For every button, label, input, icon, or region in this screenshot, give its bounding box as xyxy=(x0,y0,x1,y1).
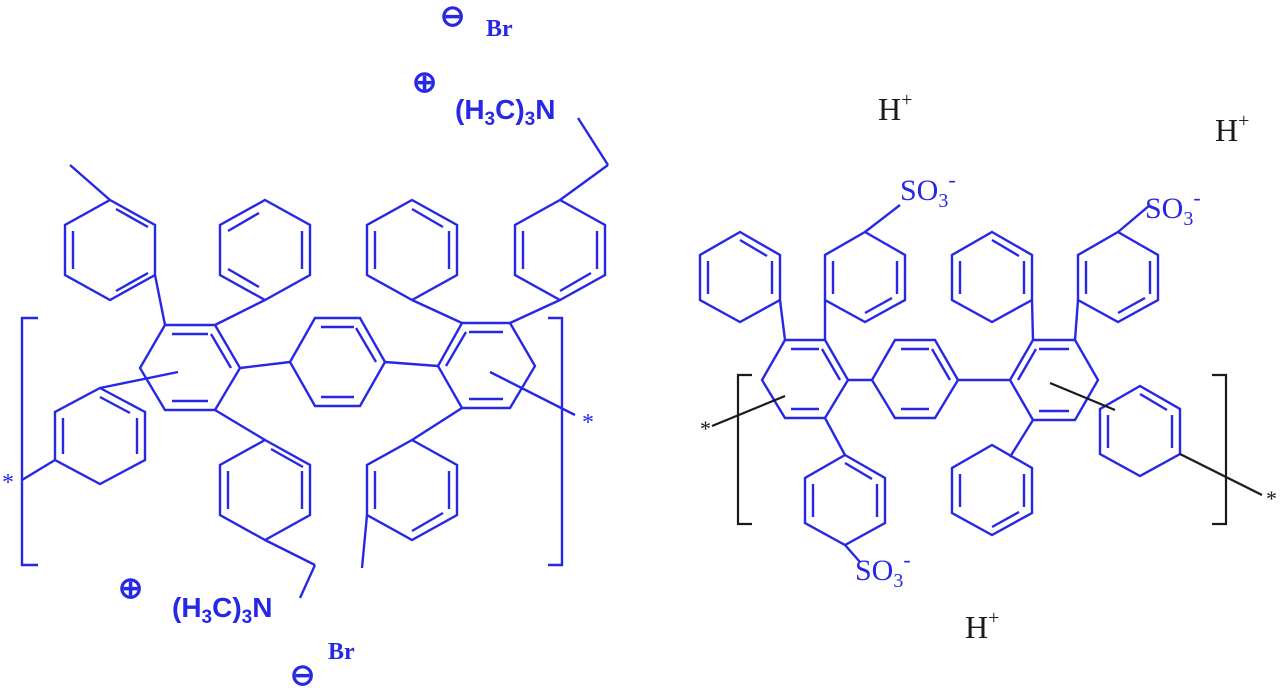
ring-rp-left-core xyxy=(760,338,850,420)
left-bracket-left-polymer xyxy=(20,316,38,567)
ring-top-phenyl-right xyxy=(365,198,463,325)
ring-rp-top-sulfonate-left xyxy=(823,204,907,340)
left-polymer-end-right: * xyxy=(582,410,594,436)
left-polymer: ⊖ Br ⊕ (H3C)3N ⊕ (H3C)3N ⊖ Br * * xyxy=(2,0,610,692)
left-polymer-end-left: * xyxy=(2,470,14,496)
bottom-bromide-charge: ⊖ xyxy=(290,659,315,692)
top-bromide-label: Br xyxy=(486,16,513,42)
bottom-ammonium-charge: ⊕ xyxy=(118,572,143,605)
ring-bottom-benzyl-left xyxy=(214,408,317,599)
counter-ion-right: H+ xyxy=(1215,110,1249,148)
ring-left-side xyxy=(21,370,179,486)
right-bracket-left-polymer xyxy=(548,316,564,567)
ring-rp-top-phenyl-right xyxy=(950,230,1035,341)
ring-right-core-left-polymer xyxy=(436,321,576,417)
counter-ion-top: H+ xyxy=(878,89,912,127)
sulfonate-top-right: SO3- xyxy=(1145,185,1201,230)
right-bracket-right-polymer xyxy=(1212,373,1228,526)
ring-left-core xyxy=(138,323,242,412)
top-bromide-charge: ⊖ xyxy=(440,0,465,33)
bottom-ammonium-group: (H3C)3N xyxy=(172,592,272,628)
rp-backbone-mid-link xyxy=(1049,381,1116,412)
right-polymer-end-left: * xyxy=(700,416,711,441)
counter-ion-bottom: H+ xyxy=(965,607,999,645)
ring-top-benzyl-right xyxy=(509,117,610,325)
ring-rp-right-core xyxy=(1008,338,1100,422)
ring-rp-central-phenylene xyxy=(848,338,1010,420)
ring-central-phenylene xyxy=(239,316,439,408)
rp-backbone-left-link xyxy=(711,394,786,428)
ring-bottom-tolyl-right xyxy=(360,406,463,569)
ring-rp-top-left-phenyl xyxy=(698,230,787,341)
right-polymer-end-right: * xyxy=(1266,486,1277,511)
left-bracket-right-polymer xyxy=(736,373,752,526)
ring-rp-bottom-sulfonate xyxy=(803,417,887,563)
ring-top-left-tolyl xyxy=(63,164,167,326)
bottom-bromide-label: Br xyxy=(328,639,355,665)
ring-top-phenyl-left xyxy=(214,198,312,327)
ring-rp-side-ring xyxy=(1098,384,1182,478)
top-ammonium-group: (H3C)3N xyxy=(455,94,555,130)
rp-backbone-right-link xyxy=(1179,453,1263,496)
sulfonate-top-left: SO3- xyxy=(900,167,956,212)
top-ammonium-charge: ⊕ xyxy=(412,66,437,99)
sulfonate-bottom: SO3- xyxy=(855,547,911,592)
ring-rp-top-sulfonate-right xyxy=(1073,204,1160,341)
right-polymer: H+ H+ H+ SO3- SO3- SO3- * * xyxy=(698,89,1277,645)
ring-rp-bottom-phenyl xyxy=(950,419,1035,537)
